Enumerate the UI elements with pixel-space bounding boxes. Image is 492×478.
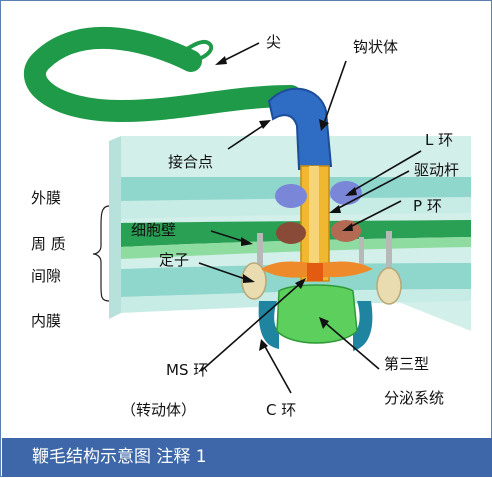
block-side [109,136,121,319]
label-hook: 钩状体 [353,38,399,56]
rod-core [309,166,319,281]
label-p-ring: P 环 [413,197,442,215]
label-outer-membrane: 外膜 [31,189,62,207]
label-junction: 接合点 [168,153,214,171]
outer-membrane-inner [121,197,471,219]
label-periplasm-1: 周 质 [31,235,66,253]
figure-caption: 鞭毛结构示意图 注释 1 [2,438,492,477]
label-type3-line1: 第三型 [384,355,430,373]
c-ring [258,301,373,351]
label-l-ring: L 环 [425,131,454,149]
label-inner-membrane: 内膜 [31,312,62,330]
stator-units [241,231,402,305]
rotor-core [307,263,323,281]
label-c-ring: C 环 [266,401,297,419]
cell-wall-edge [121,237,471,259]
filament [24,26,302,123]
label-tip: 尖 [266,33,282,51]
label-type3-line2: 分泌系统 [384,389,445,407]
label-cell-wall: 细胞壁 [131,221,177,239]
l-ring [275,181,362,208]
arrowheads [215,56,357,351]
label-rotor: （转动体） [121,401,197,419]
label-stator: 定子 [159,251,190,269]
periplasm-brace [92,205,110,302]
label-ms-ring: MS 环 [166,361,209,379]
label-drive-rod: 驱动杆 [414,161,460,179]
label-periplasm-2: 间隙 [31,267,62,285]
hook [267,87,333,171]
filament-tip [174,39,214,63]
